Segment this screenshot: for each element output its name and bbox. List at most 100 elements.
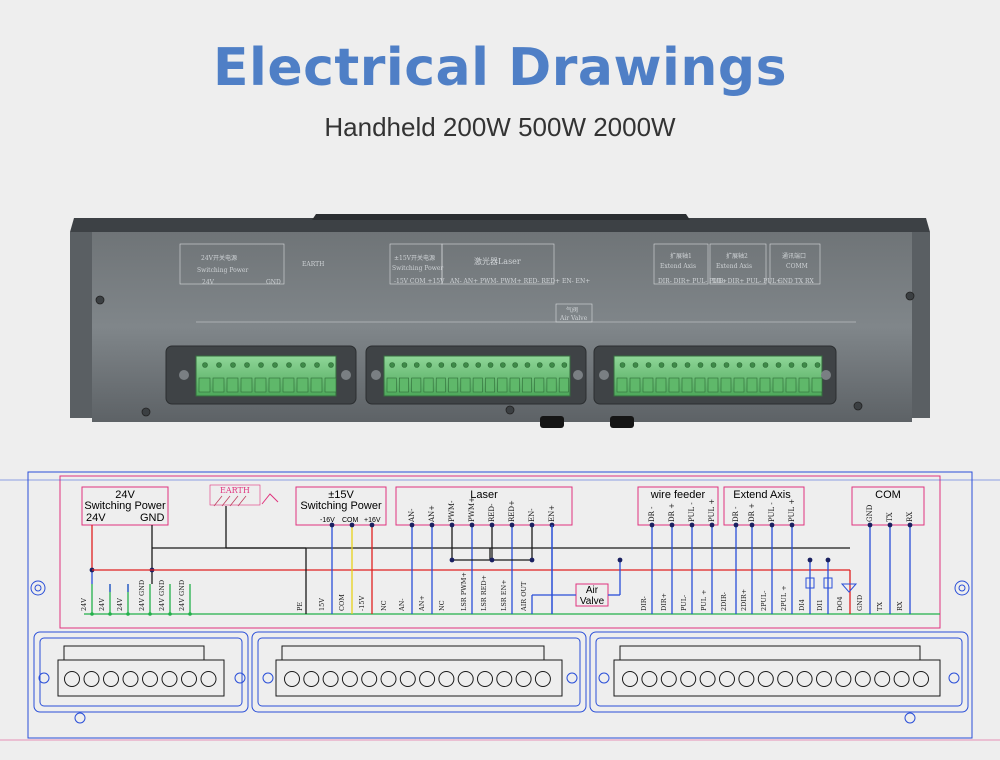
terminal-pin xyxy=(509,377,520,393)
terminal-screw xyxy=(487,362,494,368)
terminal-circle xyxy=(142,671,158,687)
terminal-circle xyxy=(122,671,139,687)
terminal-label-mid: PE xyxy=(296,602,304,611)
terminal-label-mid: AIR OUT xyxy=(520,581,528,612)
terminal-pin xyxy=(386,377,397,393)
switch-di4-icon xyxy=(805,577,815,589)
junction-dot xyxy=(689,522,695,528)
terminal-screw xyxy=(671,362,678,368)
label-ext1-pins: DIR- DIR+ PUL- PUL+ xyxy=(658,278,727,285)
terminal-pin xyxy=(772,377,784,393)
laser-pin-label: RED+ xyxy=(508,500,516,522)
screw-hole-icon xyxy=(74,712,86,724)
terminal-label-mid: COM xyxy=(338,594,346,611)
connector-block-left xyxy=(165,345,357,405)
wire-feeder-pin-label: DR + xyxy=(668,503,676,522)
terminal-pin xyxy=(558,377,569,393)
terminal-label-mid: AN- xyxy=(398,598,406,612)
terminal-label-right: 2PUL + xyxy=(780,585,788,611)
label-ext2-cn: 扩展轴2 xyxy=(726,252,748,260)
terminal-screw xyxy=(300,362,306,368)
junction-dot xyxy=(469,522,475,528)
terminal-screw xyxy=(814,362,821,368)
terminal-circle xyxy=(200,671,217,687)
terminal-label-right: DIR- xyxy=(640,596,648,611)
pm15-title2: Switching Power xyxy=(300,500,382,512)
terminal-pin xyxy=(694,377,706,393)
screw-icon xyxy=(141,407,151,417)
connector-block-middle xyxy=(365,345,587,405)
terminal-pin xyxy=(254,377,267,393)
junction-dot xyxy=(369,522,375,528)
wire-feeder-title: wire feeder xyxy=(650,489,706,501)
terminal-screw xyxy=(619,362,626,368)
terminal-circle xyxy=(161,671,178,687)
screw-icon xyxy=(505,405,515,415)
terminal-circle xyxy=(438,671,455,687)
terminal-circle xyxy=(322,671,339,687)
terminal-screw xyxy=(512,362,518,368)
inner-frame xyxy=(59,475,941,629)
box-laser xyxy=(395,486,573,526)
terminal-pin xyxy=(198,377,211,393)
ground-clip-icon xyxy=(261,493,279,505)
terminal-screw xyxy=(426,362,432,368)
label-24v: 24V xyxy=(202,279,215,286)
terminal-screw xyxy=(658,362,665,368)
switch-di1-icon xyxy=(823,577,833,589)
terminal-pin xyxy=(720,377,732,393)
laser-title: Laser xyxy=(470,489,498,501)
terminal-screw xyxy=(561,362,568,368)
terminal-circle xyxy=(874,671,891,687)
terminal-circle xyxy=(641,671,658,687)
extend-axis-pin-label: PUL - xyxy=(768,502,776,522)
terminal-screw xyxy=(401,362,408,368)
junction-dot xyxy=(825,557,831,563)
junction-dot xyxy=(669,522,675,528)
label-laser-cn: 激光器Laser xyxy=(474,256,521,266)
wire-feeder-pin-label: PUL - xyxy=(688,502,696,522)
terminal-circle xyxy=(622,671,638,687)
terminal-label-right: DO4 xyxy=(836,596,844,611)
screw-hole-icon xyxy=(904,712,916,724)
laser-pin-label: RED- xyxy=(488,503,496,522)
screw-hole-icon xyxy=(566,672,578,684)
air-valve-line2: Valve xyxy=(580,596,605,607)
terminal-circle xyxy=(515,671,532,687)
terminal-node xyxy=(168,612,172,616)
terminal-screw xyxy=(684,362,691,368)
sp24-title1: 24V xyxy=(115,489,135,501)
terminal-screw xyxy=(475,362,482,368)
junction-dot xyxy=(489,522,495,528)
terminal-node xyxy=(148,612,152,616)
terminal-node xyxy=(108,612,112,616)
terminal-label-right: DI1 xyxy=(816,599,824,611)
terminal-pin xyxy=(240,377,253,393)
terminal-screw xyxy=(413,362,420,368)
extend-axis-pin-label: PUL + xyxy=(788,499,796,522)
box-extend-axis xyxy=(723,486,805,526)
terminal-screw xyxy=(775,362,782,368)
terminal-circle xyxy=(854,671,871,687)
label-ext2: Extend Axis xyxy=(716,263,752,270)
terminal-pin xyxy=(324,377,337,393)
terminal-screw xyxy=(723,362,730,368)
box-wire-feeder xyxy=(637,486,719,526)
terminal-circle xyxy=(534,671,551,687)
terminal-pin xyxy=(282,377,295,393)
terminal-pin xyxy=(798,377,810,393)
laser-pin-label: EN- xyxy=(528,508,536,522)
terminal-label-right: 2DIR- xyxy=(720,592,728,611)
terminal-pin xyxy=(668,377,680,393)
sp24-24v: 24V xyxy=(86,512,106,524)
label-com: COMM xyxy=(786,263,808,270)
junction-dot xyxy=(509,522,515,528)
terminal-screw xyxy=(524,362,531,368)
terminal-pin xyxy=(310,377,323,393)
terminal-label-left: 24V GND xyxy=(158,580,166,611)
junction-dot xyxy=(449,557,455,563)
terminal-screw xyxy=(788,362,795,368)
junction-dot xyxy=(349,522,355,528)
terminal-circle xyxy=(284,671,300,687)
junction-dot xyxy=(617,557,623,563)
